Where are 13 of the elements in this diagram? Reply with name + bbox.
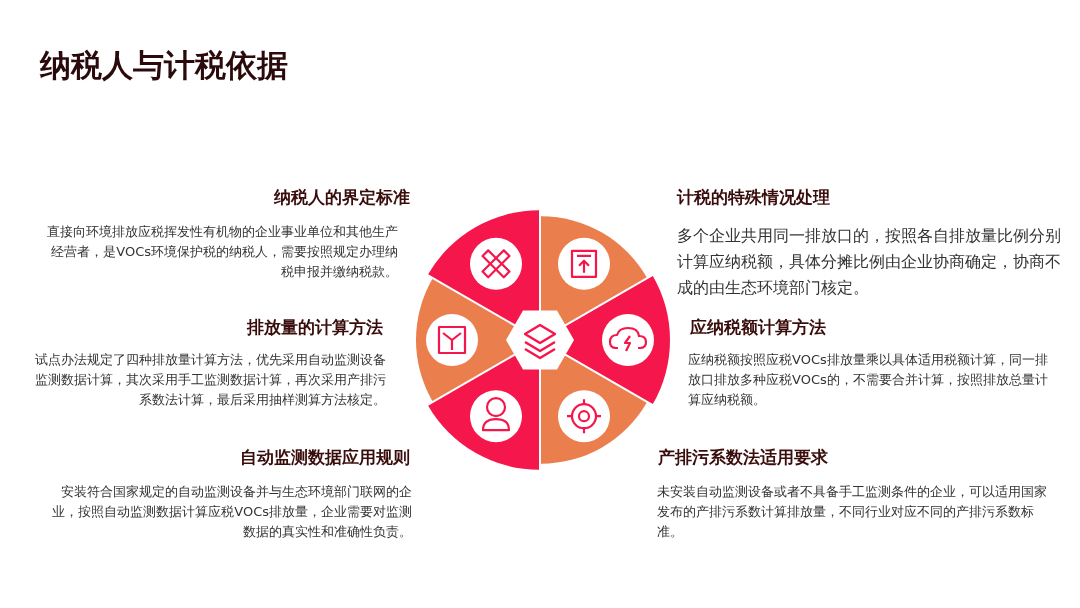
description-text: 安装符合国家规定的自动监测设备并与生态环境部门联网的企业，按照自动监测数据计算应税VOCs排放量，企业需要对监测数据的真实性和准确性负责。 — [51, 483, 412, 541]
section-heading: 计税的特殊情况处理 — [677, 186, 831, 209]
description-text: 应纳税额按照应税VOCs排放量乘以具体适用税额计算，同一排放口排放多种应税VOCs的，不需要合并计算，按照排放总量计算应纳税额。 — [688, 351, 1049, 409]
description-text: 多个企业共用同一排放口的，按照各自排放量比例分别计算应纳税额，具体分摊比例由企业协商确定，协商不成的由生态环境部门核定。 — [677, 226, 1062, 299]
description-text: 试点办法规定了四种排放量计算方法，优先采用自动监测设备监测数据计算，其次采用手工监测数据计算，再次采用产排污系数法计算，最后采用抽样测算方法核定。 — [34, 351, 386, 409]
slide-title: 纳税人与计税依据 — [40, 46, 288, 85]
description-text: 直接向环境排放应税挥发性有机物的企业事业单位和其他生产经营者，是VOCs环境保护税的纳税人，需要按照规定办理纳税申报并缴纳税款。 — [46, 223, 398, 281]
description-text: 未安装自动监测设备或者不具备手工监测条件的企业，可以适用国家发布的产排污系数计算排放量，不同行业对应不同的产排污系数标准。 — [657, 483, 1048, 541]
section-heading: 产排污系数法适用要求 — [658, 446, 829, 469]
section-heading: 纳税人的界定标准 — [273, 186, 410, 209]
section-heading: 自动监测数据应用规则 — [239, 446, 410, 469]
section-heading: 应纳税额计算方法 — [690, 316, 827, 339]
section-heading: 排放量的计算方法 — [245, 316, 383, 339]
